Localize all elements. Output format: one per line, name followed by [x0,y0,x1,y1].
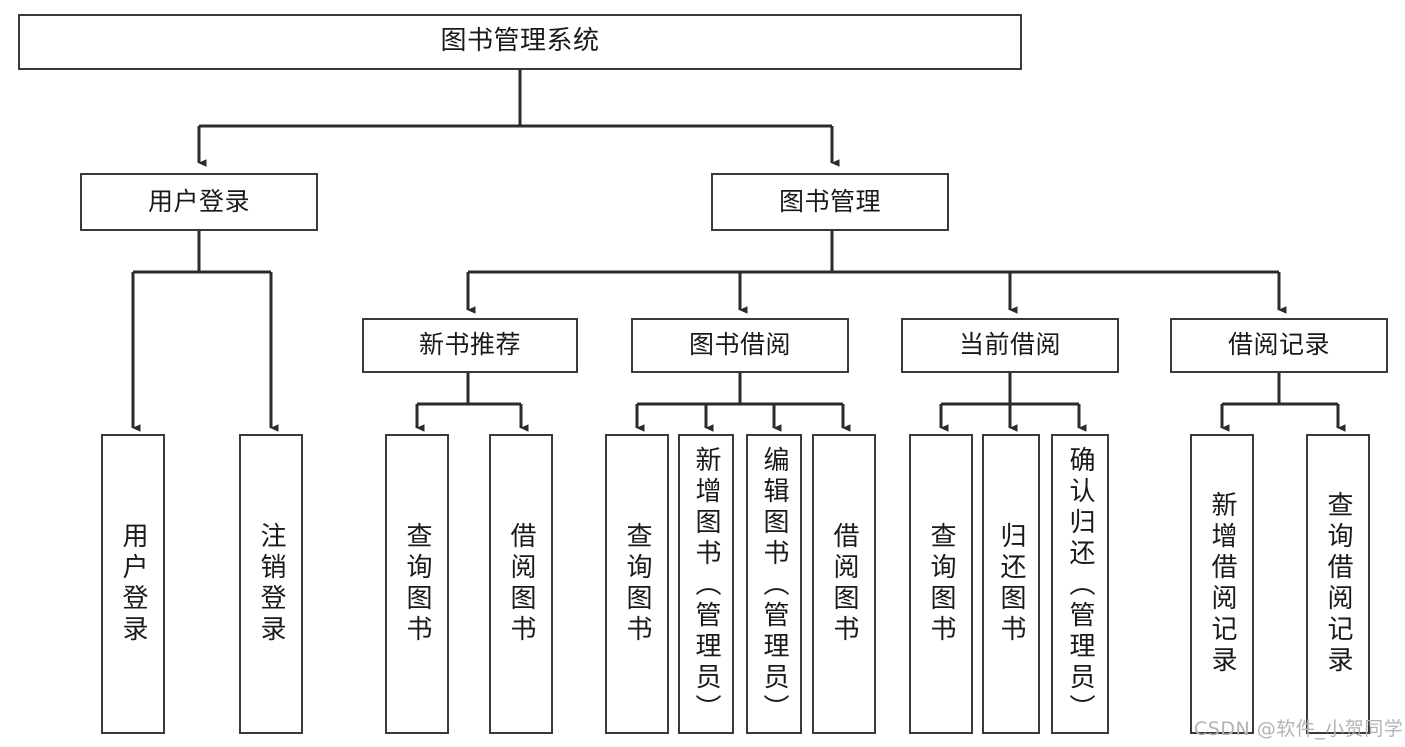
node-label: 图书管理系统 [440,26,600,57]
leaf-query-book-recommendation[interactable]: 查询图书 [385,434,449,734]
node-root-system[interactable]: 图书管理系统 [18,14,1022,70]
leaf-query-book-current[interactable]: 查询图书 [909,434,973,734]
node-label: 借阅记录 [1227,330,1330,360]
node-label: 新增借阅记录 [1207,491,1237,677]
node-label: 查询图书 [926,522,956,646]
leaf-borrow-book-recommendation[interactable]: 借阅图书 [489,434,553,734]
node-label: 用户登录 [118,522,148,646]
node-new-book-recommendation[interactable]: 新书推荐 [362,318,578,373]
node-label: 查询图书 [402,522,432,646]
node-book-management[interactable]: 图书管理 [711,173,949,231]
node-label: 当前借阅 [958,330,1061,360]
node-user-login[interactable]: 用户登录 [80,173,318,231]
node-label: 借阅图书 [829,522,859,646]
leaf-logout[interactable]: 注销登录 [239,434,303,734]
leaf-borrow-book-borrowing[interactable]: 借阅图书 [812,434,876,734]
csdn-watermark: CSDN @软件_小贺同学 [1194,718,1404,740]
leaf-confirm-return-admin[interactable]: 确认归还（管理员） [1051,434,1109,734]
leaf-add-borrow-record[interactable]: 新增借阅记录 [1190,434,1254,734]
leaf-user-login[interactable]: 用户登录 [101,434,165,734]
node-label: 用户登录 [147,186,250,216]
node-label: 查询借阅记录 [1323,491,1353,677]
node-label: 新书推荐 [418,330,521,360]
node-borrowing-records[interactable]: 借阅记录 [1170,318,1388,373]
leaf-query-book-borrowing[interactable]: 查询图书 [605,434,669,734]
node-label: 新增图书（管理员） [691,446,721,725]
node-label: 归还图书 [996,522,1026,646]
node-label: 借阅图书 [506,522,536,646]
leaf-return-book[interactable]: 归还图书 [982,434,1040,734]
node-label: 确认归还（管理员） [1065,446,1095,725]
node-label: 编辑图书（管理员） [759,446,789,725]
node-label: 查询图书 [622,522,652,646]
leaf-add-book-admin[interactable]: 新增图书（管理员） [678,434,734,734]
node-label: 图书管理 [778,186,881,216]
node-current-borrowing[interactable]: 当前借阅 [901,318,1119,373]
leaf-query-borrow-record[interactable]: 查询借阅记录 [1306,434,1370,734]
node-label: 图书借阅 [688,330,791,360]
leaf-edit-book-admin[interactable]: 编辑图书（管理员） [746,434,802,734]
node-book-borrowing[interactable]: 图书借阅 [631,318,849,373]
node-label: 注销登录 [256,522,286,646]
